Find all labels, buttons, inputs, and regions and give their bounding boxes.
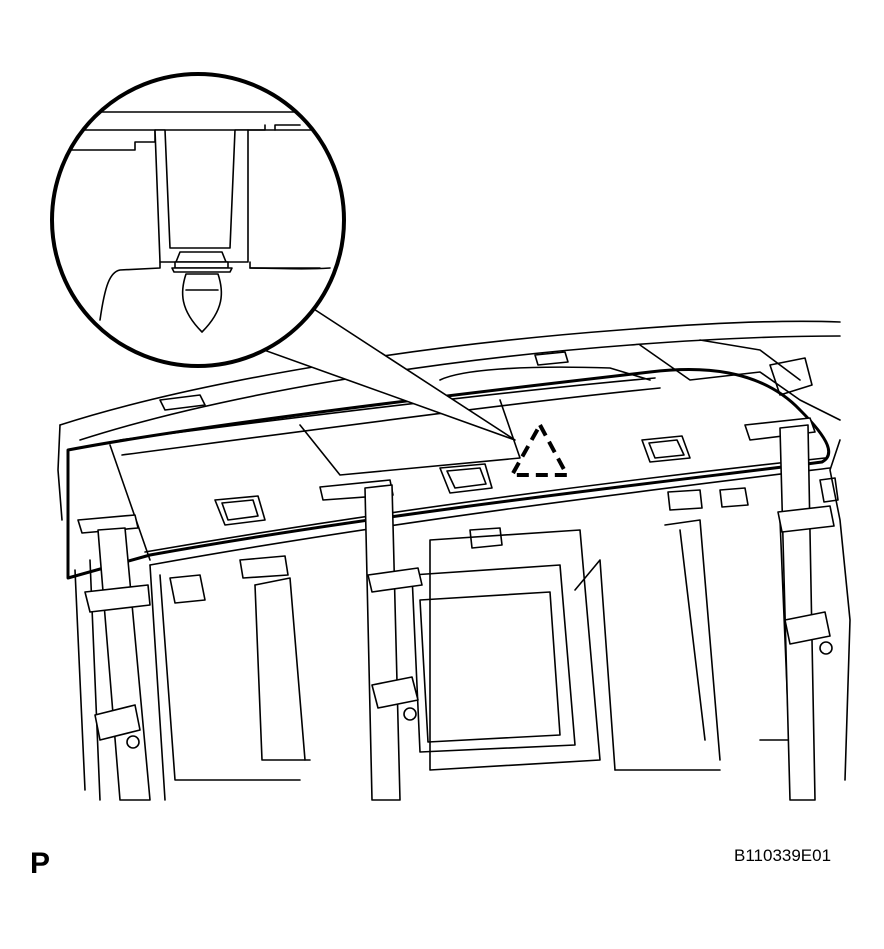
figure-code: B110339E01 bbox=[734, 846, 831, 865]
clip-location-marker bbox=[510, 423, 569, 477]
detail-magnifier bbox=[50, 72, 346, 368]
clip-cross-section bbox=[52, 111, 344, 333]
rear-seat-back bbox=[74, 487, 806, 801]
view-label: P bbox=[30, 847, 50, 880]
package-tray-trim bbox=[66, 351, 831, 580]
seat-belts bbox=[77, 417, 839, 801]
vehicle-body-outline bbox=[57, 320, 851, 781]
